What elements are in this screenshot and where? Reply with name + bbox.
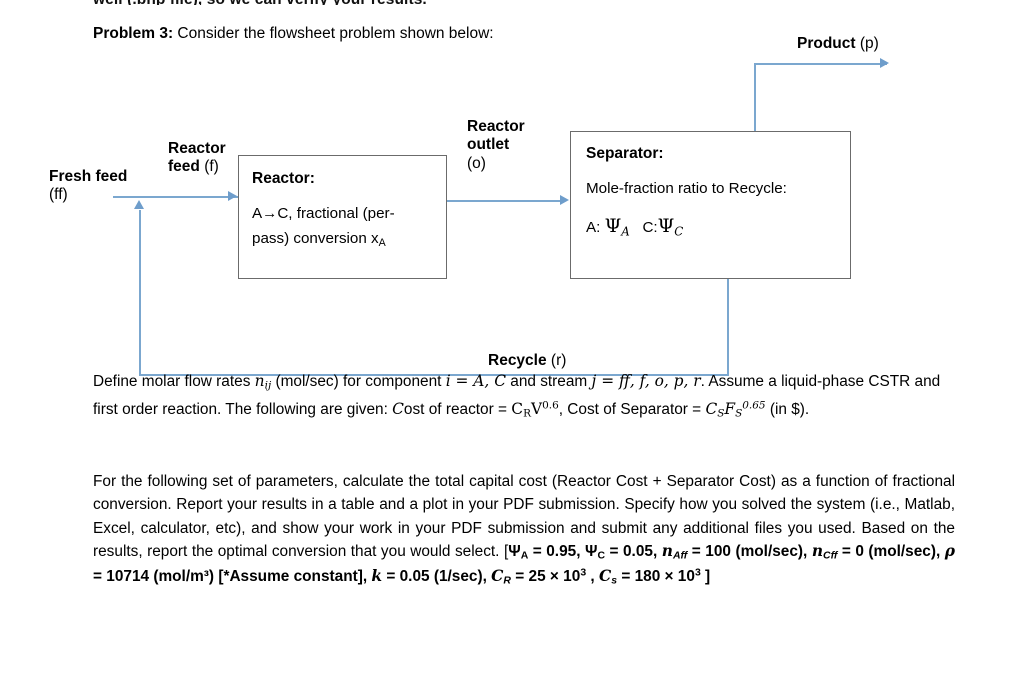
param-k: k = 0.05 (1/sec), (371, 566, 492, 585)
reactor-outlet-tag: (o) (467, 154, 486, 172)
problem-label: Problem 3: (93, 25, 174, 42)
reactor-outlet-name: Reactor (467, 118, 525, 135)
stream-label-reactor-outlet: Reactor outlet (o) (467, 118, 525, 173)
recycle-line-vertical-left (139, 210, 141, 375)
stream-label-reactor-feed: Reactor feed (f) (168, 140, 226, 177)
param-psi-a: ΨA = 0.95, (508, 543, 585, 562)
p1-cost-c: C (392, 399, 404, 418)
reactor-outlet-line (447, 200, 562, 202)
param-assume-note: [*Assume constant], (214, 567, 372, 585)
p1-component-eq: i = A, C (445, 372, 506, 390)
page-title: Problem 3: Consider the flowsheet proble… (93, 25, 494, 43)
p1-cs-term: CSFS0.65 (705, 399, 766, 420)
reactor-feed-name2: feed (168, 158, 200, 176)
separator-species-a-symbol: ΨA (604, 215, 630, 239)
product-line-horizontal (754, 63, 887, 65)
fresh-feed-arrowhead (228, 191, 237, 201)
product-arrowhead (880, 58, 889, 68)
problem-intro: Consider the flowsheet problem shown bel… (173, 25, 494, 42)
stream-label-recycle: Recycle (r) (488, 352, 566, 370)
param-rho: ρ = 10714 (mol/m³) (93, 542, 956, 585)
p1-n-symbol: nij (254, 372, 272, 392)
fresh-feed-name: Fresh feed (49, 168, 128, 185)
p1-fs-subscript: S (735, 407, 743, 420)
recycle-line-vertical-right (727, 279, 729, 376)
param-cr: CR = 25 × 103 , (491, 566, 599, 587)
param-psi-c: ΨC = 0.05, (584, 543, 662, 562)
product-line-vertical (754, 63, 756, 131)
p1-cs-subscript: S (717, 407, 725, 420)
recycle-line-horizontal (139, 374, 729, 376)
p1-text-5: , Cost of Separator = (558, 400, 706, 418)
p1-cr-subscript: R (523, 407, 531, 420)
flowsheet-diagram: Fresh feed (ff) Reactor feed (f) Reactor… (0, 30, 1024, 390)
param-cs: Cs = 180 × 103 (598, 566, 701, 587)
separator-species-c-subscript: C (674, 224, 684, 239)
separator-block-line1: Mole-fraction ratio to Recycle: (586, 180, 787, 197)
fresh-feed-line (113, 196, 239, 198)
separator-species-c-label: C: (642, 219, 658, 236)
recycle-tag: (r) (550, 352, 567, 369)
reactor-block-title: Reactor: (252, 170, 315, 187)
product-name: Product (797, 35, 856, 52)
recycle-arrowhead (134, 200, 144, 209)
p1-cr-term: CRV0.6 (511, 399, 559, 420)
stream-label-fresh-feed: Fresh feed (ff) (49, 168, 127, 205)
p1-n-subscript: ij (264, 379, 272, 392)
separator-species-a-subscript: A (621, 224, 630, 239)
paragraph-definitions: Define molar flow rates nij (mol/sec) fo… (93, 368, 955, 424)
p1-text-2: (mol/sec) for component (271, 373, 446, 390)
fresh-feed-tag: (ff) (49, 186, 68, 204)
p1-text-1: Define molar flow rates (93, 373, 255, 390)
p1-stream-eq: j = ff, f, o, p, r (591, 372, 701, 390)
reactor-outlet-arrowhead (560, 195, 569, 205)
p1-text-3: and stream (505, 373, 592, 390)
recycle-name: Recycle (488, 352, 547, 369)
separator-species-a-label: A: (586, 219, 601, 236)
p1-fs-exponent: 0.65 (742, 399, 766, 412)
separator-species-c-symbol: ΨC (657, 215, 684, 239)
reactor-block-line2: pass) conversion xA (252, 230, 386, 249)
product-tag: (p) (859, 35, 879, 52)
p1-cost-reactor-words: ost of reactor = (403, 400, 512, 418)
p2-main-text: For the following set of parameters, cal… (93, 473, 955, 561)
reactor-conversion-subscript: A (378, 236, 386, 249)
reactor-outlet-name2: outlet (467, 136, 510, 154)
cut-off-text-line: well (.bnp file), so we can verify your … (93, 0, 613, 5)
reactor-conversion-text: pass) conversion x (252, 230, 379, 247)
param-n-cff: nCff = 0 (mol/sec), (811, 542, 945, 562)
separator-block: Separator: Mole-fraction ratio to Recycl… (570, 131, 851, 279)
reactor-feed-tag: (f) (204, 158, 219, 176)
reactor-block: Reactor: A→C, fractional (per- pass) con… (238, 155, 447, 279)
reactor-feed-name: Reactor (168, 140, 226, 157)
p1-v-exponent: 0.6 (542, 399, 559, 412)
separator-block-title: Separator: (586, 145, 664, 162)
p1-text-4: . Assume a liquid-phase CSTR and first o… (93, 373, 941, 418)
reactor-block-line1: A→C, fractional (per- (252, 205, 395, 222)
stream-label-product: Product (p) (797, 35, 879, 53)
param-close-bracket: ] (700, 567, 711, 585)
p1-text-6: (in $). (765, 400, 810, 418)
p2-parameters: ΨA = 0.95, ΨC = 0.05, nAff = 100 (mol/se… (93, 542, 956, 587)
separator-block-ratios: A: ΨA C:ΨC (586, 215, 684, 239)
param-n-aff: nAff = 100 (mol/sec), (661, 542, 812, 562)
paragraph-instructions: For the following set of parameters, cal… (93, 470, 955, 589)
